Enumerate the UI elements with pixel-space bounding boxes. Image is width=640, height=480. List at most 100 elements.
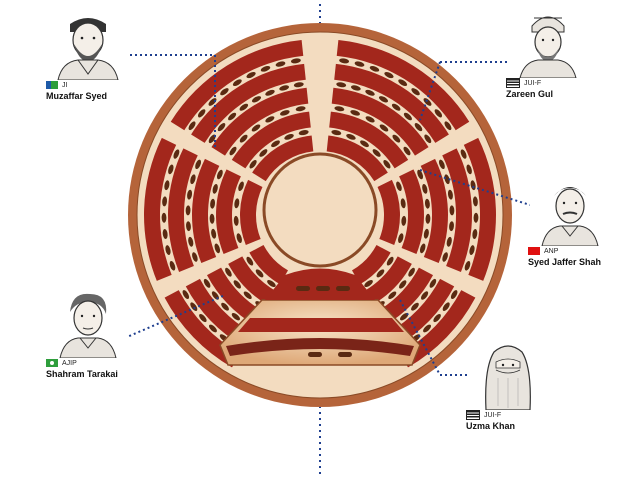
bench-r4-s1 [463, 137, 496, 281]
seat [265, 116, 275, 123]
seat [331, 130, 342, 136]
bench-r1-s5 [231, 111, 311, 169]
man-mustache-icon [530, 174, 610, 246]
seat [472, 196, 478, 207]
seat [185, 205, 191, 216]
party-label: JUI-F [524, 79, 542, 87]
seat [186, 221, 191, 232]
seat [190, 174, 196, 185]
party-flag-icon [506, 78, 520, 88]
seat [208, 134, 216, 144]
member-name: Zareen Gul [506, 89, 554, 99]
seat [229, 146, 237, 156]
seat [169, 260, 176, 271]
seat [162, 229, 168, 239]
seat [293, 82, 304, 88]
seat [220, 88, 229, 96]
seat [168, 164, 174, 175]
bench-r4-s0 [336, 39, 470, 131]
seat [391, 103, 401, 111]
seat [164, 180, 170, 191]
seat [225, 267, 232, 277]
seat [190, 302, 198, 311]
seat [336, 82, 347, 88]
seat [408, 267, 415, 277]
front-table-area [219, 268, 421, 366]
member-name: Muzaffar Syed [46, 91, 108, 101]
seat [259, 149, 268, 157]
seat [239, 134, 248, 143]
connector-shahram [119, 294, 226, 341]
seat [232, 79, 242, 87]
seat [399, 280, 407, 289]
connector-uzma [399, 299, 441, 376]
bench-r2-s0 [331, 87, 429, 156]
seat [161, 212, 167, 223]
seat [231, 313, 241, 321]
connector-lines [119, 54, 531, 376]
seat [188, 236, 194, 247]
seat [279, 85, 290, 91]
bearded-man-cap-icon [48, 8, 128, 80]
seat [417, 169, 424, 180]
seat [216, 169, 223, 180]
member-card-uzma: JUI-F Uzma Khan [464, 338, 556, 431]
seat [239, 103, 249, 111]
seat [449, 221, 454, 232]
seat [433, 313, 441, 323]
seat [234, 198, 240, 209]
seat [265, 89, 275, 96]
seat [378, 96, 389, 103]
bench-r1-s4 [215, 169, 241, 254]
bench-r1-s1 [399, 169, 424, 254]
seat [449, 205, 455, 216]
bench-r0-s2 [352, 245, 391, 285]
seat [334, 106, 345, 112]
seat [392, 134, 401, 143]
seat [214, 243, 221, 254]
seat [354, 61, 365, 67]
party-row: ANP [528, 246, 618, 256]
seat [217, 123, 226, 132]
seat [210, 198, 216, 209]
seat [365, 89, 375, 96]
seat [369, 65, 380, 72]
party-row: JI [46, 80, 136, 90]
seat [249, 159, 257, 169]
bench-r1-s0 [329, 111, 409, 169]
seat [165, 245, 171, 255]
seat [188, 121, 196, 131]
seat [233, 215, 239, 226]
bench-r0-s3 [249, 245, 288, 285]
seat [295, 106, 306, 112]
seat [251, 96, 262, 103]
seat [187, 189, 193, 200]
seat [197, 109, 206, 118]
bench-r2-s3 [206, 267, 264, 326]
member-card-muzaffar: JI Muzaffar Syed [44, 8, 136, 101]
bench-r0-s5 [252, 135, 314, 182]
party-flag-icon [46, 81, 58, 89]
seat [414, 123, 423, 132]
seat [383, 159, 391, 169]
seat [246, 71, 256, 79]
seat [411, 88, 420, 96]
seat [211, 228, 217, 239]
seat [228, 112, 237, 121]
seat [466, 164, 472, 175]
seat [379, 124, 389, 132]
seat [376, 269, 385, 278]
party-flag-icon [46, 359, 58, 367]
seat [290, 58, 301, 64]
seat [350, 85, 361, 91]
bench-r4-s4 [143, 137, 177, 281]
seat [271, 140, 280, 148]
bench-r3-s0 [334, 63, 449, 143]
seat [275, 61, 286, 67]
member-card-zareen: JUI-F Zareen Gul [504, 6, 596, 99]
young-man-icon [48, 286, 128, 358]
seat [360, 140, 369, 148]
seat [401, 215, 407, 226]
seat [346, 134, 356, 140]
seat [423, 98, 432, 106]
